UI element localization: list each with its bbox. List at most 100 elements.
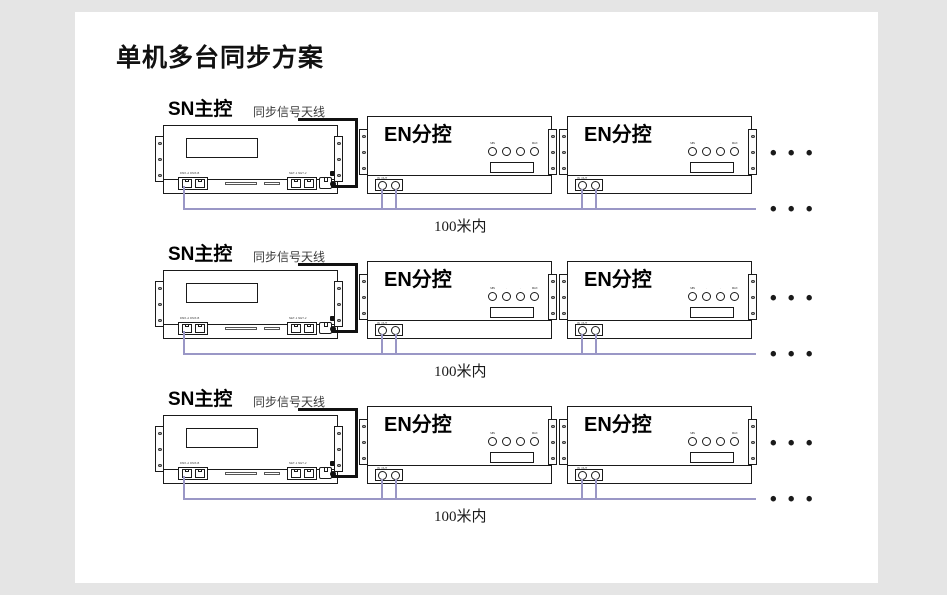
ear-hole	[336, 174, 341, 177]
slave-connectors-3a[interactable]	[375, 469, 403, 481]
slave-knob-3[interactable]	[716, 147, 725, 156]
master-upper-panel	[164, 126, 337, 180]
slave-knobs-1a[interactable]	[488, 147, 539, 156]
master-device-1[interactable]: DMX-A DMX-B NET-1 NET-2	[163, 125, 338, 194]
ear-hole	[157, 303, 162, 306]
antenna-connector-2[interactable]	[330, 326, 336, 332]
slave-knobs-2b[interactable]	[688, 292, 739, 301]
master-right-ports[interactable]	[287, 322, 317, 335]
ear-hole	[361, 296, 366, 299]
master-port-net-1[interactable]	[290, 324, 301, 333]
slave-knob-4[interactable]	[730, 147, 739, 156]
slave-knobs-1b[interactable]	[688, 147, 739, 156]
slave-knob-1[interactable]	[488, 437, 497, 446]
ear-hole	[750, 312, 755, 315]
wire-slave-b-out-2	[595, 334, 597, 354]
ear-hole	[157, 432, 162, 435]
slave-knob-2[interactable]	[502, 147, 511, 156]
wire-slave-a-out-1	[395, 189, 397, 209]
master-port-net-2[interactable]	[303, 324, 314, 333]
slave-knob-1[interactable]	[688, 147, 697, 156]
slave-device-2b[interactable]: EN分控 MIN · · MAX IN OUT	[567, 261, 752, 339]
slave-knob-3[interactable]	[516, 147, 525, 156]
slave-knob-3[interactable]	[516, 437, 525, 446]
slave-knobs-3b[interactable]	[688, 437, 739, 446]
slave-knob-4[interactable]	[730, 437, 739, 446]
master-left-port-ticks: DMX-A DMX-B	[180, 462, 200, 465]
antenna-connector-3[interactable]	[330, 471, 336, 477]
slave-connectors-2a[interactable]	[375, 324, 403, 336]
slave-knob-1[interactable]	[688, 437, 697, 446]
slave-ear-right-1a	[548, 129, 557, 175]
master-port-net-2[interactable]	[303, 179, 314, 188]
slave-connectors-2b[interactable]	[575, 324, 603, 336]
master-port-dmx-a[interactable]	[181, 469, 192, 478]
master-device-2[interactable]: DMX-A DMX-B NET-1 NET-2	[163, 270, 338, 339]
slave-knob-3[interactable]	[516, 292, 525, 301]
slave-knobs-3a[interactable]	[488, 437, 539, 446]
wire-slave-a-out-2	[395, 334, 397, 354]
slave-device-2a[interactable]: EN分控 MIN · · MAX IN OUT	[367, 261, 552, 339]
slave-device-1b[interactable]: EN分控 MIN · · MAX IN OUT	[567, 116, 752, 194]
master-device-3[interactable]: DMX-A DMX-B NET-1 NET-2	[163, 415, 338, 484]
master-right-ports[interactable]	[287, 177, 317, 190]
master-port-net-2[interactable]	[303, 469, 314, 478]
wire-master-drop-2	[183, 331, 185, 354]
ear-hole	[336, 464, 341, 467]
ear-hole	[750, 441, 755, 444]
antenna-connector-1[interactable]	[330, 181, 336, 187]
ear-hole	[361, 280, 366, 283]
slave-knob-4[interactable]	[530, 292, 539, 301]
ear-hole	[336, 319, 341, 322]
slave-knob-2[interactable]	[702, 437, 711, 446]
slave-label-1a: EN分控	[384, 124, 452, 146]
master-right-port-ticks: NET-1 NET-2	[289, 462, 307, 465]
slave-connectors-3b[interactable]	[575, 469, 603, 481]
ear-hole	[561, 151, 566, 154]
slave-connectors-1a[interactable]	[375, 179, 403, 191]
ear-hole	[550, 425, 555, 428]
slave-knob-4[interactable]	[530, 147, 539, 156]
slave-knob-1[interactable]	[488, 147, 497, 156]
wire-slave-a-in-1	[381, 189, 383, 209]
wire-slave-b-in-1	[581, 189, 583, 209]
slave-knob-2[interactable]	[502, 437, 511, 446]
slave-device-1a[interactable]: EN分控 MIN · · MAX IN OUT	[367, 116, 552, 194]
slave-knob-2[interactable]	[702, 147, 711, 156]
slave-device-3b[interactable]: EN分控 MIN · · MAX IN OUT	[567, 406, 752, 484]
slave-conn-ticks-2b: IN OUT	[577, 321, 588, 325]
master-vent-2	[264, 182, 280, 185]
master-left-ports[interactable]	[178, 322, 208, 335]
master-port-dmx-b[interactable]	[194, 469, 205, 478]
slave-knobs-2a[interactable]	[488, 292, 539, 301]
ear-hole	[561, 296, 566, 299]
ear-hole	[561, 167, 566, 170]
slave-knob-3[interactable]	[716, 437, 725, 446]
master-port-net-1[interactable]	[290, 179, 301, 188]
knob-tick: ·	[720, 286, 721, 290]
master-port-dmx-a[interactable]	[181, 324, 192, 333]
slave-knob-2[interactable]	[502, 292, 511, 301]
antenna-wire-v-3	[355, 408, 358, 478]
master-port-dmx-b[interactable]	[194, 324, 205, 333]
slave-knob-2[interactable]	[702, 292, 711, 301]
antenna-wire-h-top-2	[298, 263, 358, 266]
master-port-dmx-a[interactable]	[181, 179, 192, 188]
master-left-ports[interactable]	[178, 177, 208, 190]
slave-knob-4[interactable]	[530, 437, 539, 446]
master-port-net-1[interactable]	[290, 469, 301, 478]
slave-knob-1[interactable]	[688, 292, 697, 301]
knob-tick: ·	[706, 286, 707, 290]
slave-connectors-1b[interactable]	[575, 179, 603, 191]
more-links-ellipsis-2: • • •	[770, 344, 816, 365]
slave-knob-4[interactable]	[730, 292, 739, 301]
master-right-ports[interactable]	[287, 467, 317, 480]
master-left-ports[interactable]	[178, 467, 208, 480]
master-upper-panel	[164, 416, 337, 470]
slave-knob-1[interactable]	[488, 292, 497, 301]
master-port-dmx-b[interactable]	[194, 179, 205, 188]
slave-device-3a[interactable]: EN分控 MIN · · MAX IN OUT	[367, 406, 552, 484]
slave-ear-left-3b	[559, 419, 568, 465]
slave-knob-3[interactable]	[716, 292, 725, 301]
master-vent-1	[225, 182, 257, 185]
